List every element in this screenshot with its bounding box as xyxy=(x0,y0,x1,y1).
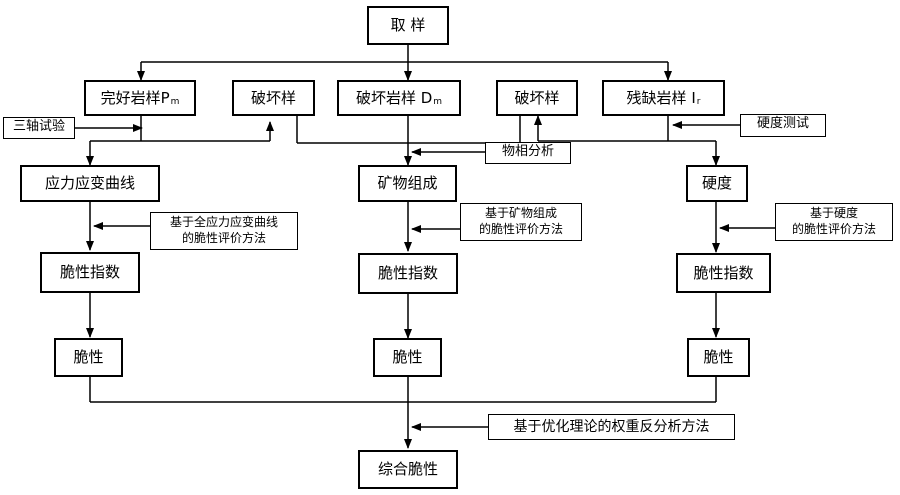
brittleness-label-3: 脆性 xyxy=(703,350,733,365)
hardness-box: 硬度 xyxy=(686,165,748,202)
brittleness-index-box-1: 脆性指数 xyxy=(40,252,140,293)
method-hardness-line-2: 的脆性评价方法 xyxy=(779,221,889,237)
brittleness-box-1: 脆性 xyxy=(54,338,123,377)
brittleness-index-box-3: 脆性指数 xyxy=(676,253,771,293)
method-stress-strain-line-2: 的脆性评价方法 xyxy=(154,230,294,246)
method-hardness-line-1: 基于硬度 xyxy=(779,205,889,221)
sampling-box: 取 样 xyxy=(367,6,449,45)
method-optimization-note: 基于优化理论的权重反分析方法 xyxy=(488,414,735,440)
brittleness-index-label-3: 脆性指数 xyxy=(693,266,753,281)
stress-strain-curve-label: 应力应变曲线 xyxy=(45,176,135,191)
broken-sample-left-label: 破坏样 xyxy=(251,91,296,106)
method-mineral-line-2: 的脆性评价方法 xyxy=(464,221,578,237)
broken-sample-right-label: 破坏样 xyxy=(514,91,559,106)
hardness-label: 硬度 xyxy=(702,176,732,191)
composite-brittleness-label: 综合脆性 xyxy=(378,462,438,477)
brittleness-index-label-1: 脆性指数 xyxy=(60,265,120,280)
method-stress-strain-line-1: 基于全应力应变曲线 xyxy=(154,214,294,230)
residual-rock-label: 残缺岩样 I xyxy=(627,91,696,106)
intact-rock-label: 完好岩样 xyxy=(101,91,161,106)
brittleness-box-2: 脆性 xyxy=(373,338,442,377)
broken-rock-label: 破坏岩样 D xyxy=(356,91,432,106)
brittleness-label-1: 脆性 xyxy=(73,350,103,365)
hardness-test-label: 硬度测试 xyxy=(744,116,822,132)
stress-strain-curve-box: 应力应变曲线 xyxy=(20,165,160,202)
residual-rock-sample-box: 残缺岩样 Ir xyxy=(602,80,725,116)
method-mineral-line-1: 基于矿物组成 xyxy=(464,205,578,221)
brittleness-label-2: 脆性 xyxy=(392,350,422,365)
phase-analysis-note: 物相分析 xyxy=(485,142,571,164)
mineral-composition-label: 矿物组成 xyxy=(377,176,437,191)
method-optimization-label: 基于优化理论的权重反分析方法 xyxy=(492,416,731,438)
mineral-composition-box: 矿物组成 xyxy=(358,165,457,202)
sampling-label: 取 样 xyxy=(391,18,426,33)
brittleness-index-label-2: 脆性指数 xyxy=(378,266,438,281)
method-stress-strain-note: 基于全应力应变曲线 的脆性评价方法 xyxy=(150,212,298,250)
broken-rock-sample-box: 破坏岩样 Dm xyxy=(337,80,461,116)
method-mineral-note: 基于矿物组成 的脆性评价方法 xyxy=(460,203,582,241)
broken-sample-left-box: 破坏样 xyxy=(232,80,315,116)
method-hardness-note: 基于硬度 的脆性评价方法 xyxy=(775,203,893,241)
broken-sample-right-box: 破坏样 xyxy=(496,80,578,116)
triaxial-test-note: 三轴试验 xyxy=(3,117,75,139)
residual-rock-subscript: r xyxy=(697,98,701,107)
intact-rock-subscript: m xyxy=(171,98,180,107)
brittleness-index-box-2: 脆性指数 xyxy=(358,253,458,294)
hardness-test-note: 硬度测试 xyxy=(740,114,826,137)
phase-analysis-label: 物相分析 xyxy=(489,144,567,160)
broken-rock-subscript: m xyxy=(433,98,442,107)
triaxial-test-label: 三轴试验 xyxy=(7,119,71,135)
intact-rock-sample-box: 完好岩样Pm xyxy=(84,80,196,116)
composite-brittleness-box: 综合脆性 xyxy=(358,450,458,489)
brittleness-box-3: 脆性 xyxy=(687,338,750,377)
intact-rock-symbol: P xyxy=(161,91,170,106)
